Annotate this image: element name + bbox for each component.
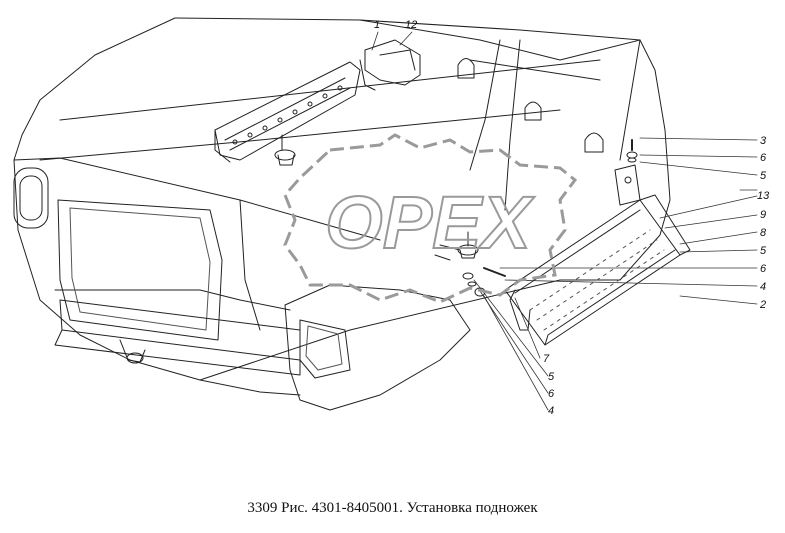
cab-door-edge	[619, 39, 641, 161]
part-label-8: 8	[760, 227, 767, 239]
right-headlight	[299, 319, 351, 379]
hood-top-outline	[13, 17, 176, 161]
step-fasteners	[462, 139, 638, 297]
clamp-part	[359, 39, 421, 91]
radiator-grille	[57, 199, 223, 341]
figure-caption: 3309 Рис. 4301-8405001. Установка поднож…	[247, 500, 538, 516]
bump-stop-2	[524, 101, 542, 121]
part-label-4b: 4	[548, 405, 554, 417]
leader-lines	[371, 31, 758, 411]
cab-body	[13, 17, 671, 396]
part-label-6b: 6	[760, 263, 767, 275]
hood-crease-1	[59, 59, 601, 121]
part-label-1: 1	[374, 19, 380, 31]
step-plate-holes	[529, 229, 665, 331]
mount-bolt-left	[274, 134, 296, 166]
part-label-12: 12	[405, 19, 417, 31]
part-label-3: 3	[760, 135, 767, 147]
part-label-6c: 6	[548, 388, 555, 400]
part-label-7: 7	[543, 353, 550, 365]
mount-bolt-center	[434, 231, 479, 261]
part-label-4a: 4	[760, 281, 766, 293]
front-bumper	[54, 299, 301, 376]
cab-roof-inner	[359, 19, 641, 61]
watermark-text: OPEX	[325, 181, 535, 264]
bump-stop-1	[457, 58, 475, 79]
cab-roof-outline	[174, 17, 671, 281]
bump-stop-3	[584, 132, 604, 153]
hood-left-side	[13, 159, 301, 396]
hood-side-line	[239, 199, 261, 331]
hood-crease-2	[39, 109, 561, 161]
part-label-2: 2	[759, 299, 766, 311]
cab-window-line	[469, 59, 601, 81]
cab-b-pillar	[504, 39, 521, 211]
hood-front-bottom	[54, 289, 291, 311]
cab-a-pillar	[469, 39, 501, 171]
watermark: OPEX	[283, 133, 578, 304]
part-label-5b: 5	[760, 245, 767, 257]
floor-line	[199, 279, 621, 381]
part-label-9: 9	[760, 209, 766, 221]
step-upright	[509, 164, 641, 331]
part-label-6a: 6	[760, 152, 767, 164]
part-labels: 1 12 3 6 5 13 9 8 5 6 4 2 7 5 6 4	[374, 19, 770, 417]
right-fender	[284, 284, 471, 411]
part-label-5a: 5	[760, 170, 767, 182]
part-label-5c: 5	[548, 371, 555, 383]
watermark-gear	[283, 133, 578, 304]
upper-bracket	[214, 61, 361, 163]
left-headlight	[13, 167, 49, 229]
hood-front-top	[13, 157, 381, 241]
tow-hook	[119, 339, 146, 364]
part-label-13: 13	[757, 190, 770, 202]
